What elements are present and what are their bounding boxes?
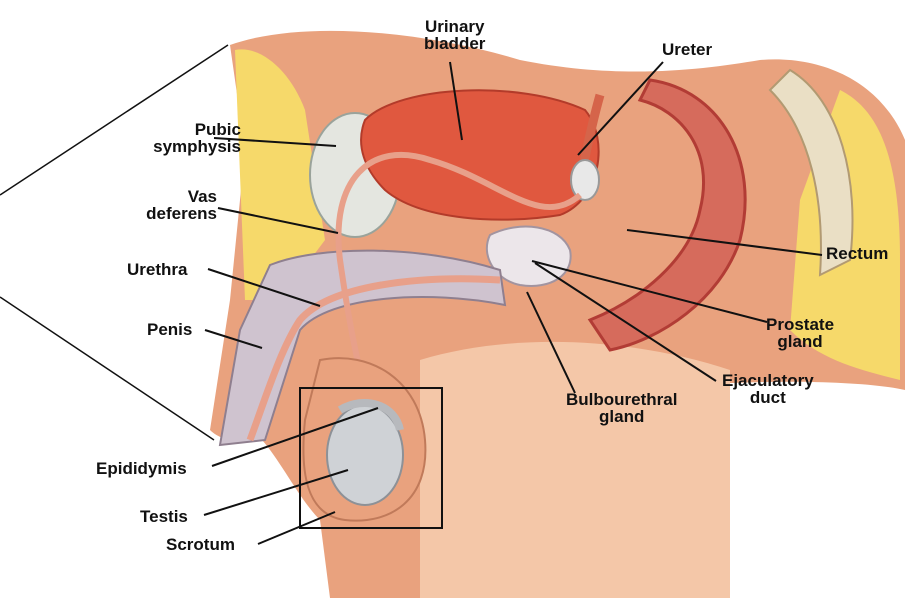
label-ejaculatory-duct-line1: Ejaculatory xyxy=(722,371,814,390)
label-testis-text: Testis xyxy=(140,507,188,526)
leader-pubic-symphysis xyxy=(213,137,337,147)
lower-torso xyxy=(420,341,730,598)
testis-shape xyxy=(326,404,404,506)
label-ureter-text: Ureter xyxy=(662,40,713,59)
label-testis: Testis xyxy=(140,508,188,525)
vas-deferens-shape xyxy=(335,152,582,412)
label-urinary-bladder: Urinary bladder xyxy=(424,18,485,52)
label-penis: Penis xyxy=(147,321,192,338)
label-epididymis-text: Epididymis xyxy=(96,459,187,478)
label-bulbourethral-gland-line1: Bulbourethral xyxy=(566,390,678,409)
label-bulbourethral-gland-line2: gland xyxy=(599,407,645,426)
label-urinary-bladder-line1: Urinary xyxy=(424,17,485,36)
sacrum xyxy=(768,68,854,277)
perspective-line-bottom xyxy=(0,296,215,441)
label-prostate-gland: Prostate gland xyxy=(766,316,834,350)
label-scrotum-text: Scrotum xyxy=(166,535,235,554)
leader-testis xyxy=(203,469,349,516)
label-vas-deferens-line2: deferens xyxy=(146,204,217,223)
zoom-box xyxy=(299,387,443,529)
label-prostate-gland-line2: gland xyxy=(777,332,823,351)
label-scrotum: Scrotum xyxy=(166,536,235,553)
leader-bulbourethral xyxy=(526,291,576,394)
label-rectum-text: Rectum xyxy=(826,244,889,263)
urinary-bladder-shape xyxy=(360,89,600,221)
leader-vas-deferens xyxy=(217,207,339,234)
label-bulbourethral-gland: Bulbourethral gland xyxy=(566,391,677,425)
rectum-shape xyxy=(587,78,747,352)
label-epididymis: Epididymis xyxy=(96,460,187,477)
label-prostate-gland-line1: Prostate xyxy=(766,315,835,334)
leader-prostate xyxy=(531,260,768,323)
leader-scrotum xyxy=(257,511,336,545)
label-pubic-symphysis: Pubic symphysis xyxy=(128,121,241,155)
label-vas-deferens-line1: Vas xyxy=(187,187,217,206)
leader-urethra xyxy=(207,268,321,307)
label-pubic-symphysis-line1: Pubic xyxy=(194,120,241,139)
label-ureter: Ureter xyxy=(662,41,712,58)
leader-urinary-bladder xyxy=(449,61,463,141)
label-penis-text: Penis xyxy=(147,320,193,339)
label-ejaculatory-duct-line2: duct xyxy=(749,388,786,407)
leader-rectum xyxy=(626,229,823,256)
urethra-shape xyxy=(246,275,501,442)
label-urethra-text: Urethra xyxy=(127,260,188,279)
leader-ejaculatory-duct xyxy=(534,262,717,382)
epididymis-shape xyxy=(337,398,404,432)
label-urinary-bladder-line2: bladder xyxy=(424,34,486,53)
leader-penis xyxy=(204,329,263,349)
fat-layer-front xyxy=(235,49,325,301)
perspective-line-top xyxy=(0,44,229,196)
label-urethra: Urethra xyxy=(127,261,187,278)
label-pubic-symphysis-line2: symphysis xyxy=(153,137,241,156)
label-vas-deferens: Vas deferens xyxy=(140,188,217,222)
leader-ureter xyxy=(577,61,664,156)
label-rectum: Rectum xyxy=(826,245,888,262)
label-ejaculatory-duct: Ejaculatory duct xyxy=(722,372,814,406)
seminal-vesicle xyxy=(570,159,600,201)
leader-epididymis xyxy=(211,407,379,467)
leader-lines xyxy=(203,61,823,545)
